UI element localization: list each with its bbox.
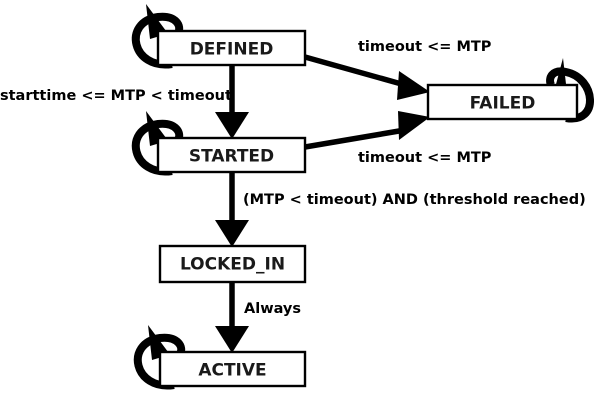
failed-self-loop-arrowhead <box>551 58 566 103</box>
defined-box[interactable] <box>156 29 307 67</box>
edge-label-mtp-threshold: (MTP < timeout) AND (threshold reached) <box>243 192 586 208</box>
transition-started-to-failed <box>304 111 430 150</box>
state-node-failed[interactable]: FAILED <box>426 83 579 121</box>
defined-label: DEFINED <box>190 40 274 60</box>
defined-to-failed-line <box>304 54 406 88</box>
transition-defined-to-started <box>215 65 249 139</box>
locked-in-box[interactable] <box>158 244 307 284</box>
defined-to-started-arrowhead <box>215 112 249 139</box>
started-to-failed-arrowhead <box>398 111 430 140</box>
state-node-active[interactable]: ACTIVE <box>158 350 307 388</box>
state-node-started[interactable]: STARTED <box>156 136 307 174</box>
started-to-failed-line <box>304 127 406 150</box>
edge-label-always: Always <box>244 301 301 317</box>
active-box[interactable] <box>158 350 307 388</box>
failed-box[interactable] <box>426 83 579 121</box>
lockedin-to-active-arrowhead <box>215 326 249 353</box>
edge-label-starttime-mtp-timeout: starttime <= MTP < timeout <box>0 88 232 104</box>
failed-self-loop-path <box>546 67 594 123</box>
transition-defined-to-failed <box>304 54 430 100</box>
transition-lockedin-to-active <box>215 282 249 353</box>
state-node-locked-in[interactable]: LOCKED_IN <box>158 244 307 284</box>
transition-started-to-lockedin <box>215 172 249 247</box>
state-node-defined[interactable]: DEFINED <box>156 29 307 67</box>
failed-label: FAILED <box>470 94 536 114</box>
defined-to-failed-arrowhead <box>397 71 430 100</box>
started-to-lockedin-arrowhead <box>215 220 249 247</box>
locked-in-label: LOCKED_IN <box>180 255 285 275</box>
started-label: STARTED <box>189 147 274 167</box>
edge-label-timeout-mtp-lower: timeout <= MTP <box>358 150 492 166</box>
edge-label-timeout-mtp-upper: timeout <= MTP <box>358 39 492 55</box>
transition-failed-self <box>546 58 594 123</box>
started-box[interactable] <box>156 136 307 174</box>
active-label: ACTIVE <box>198 361 266 381</box>
